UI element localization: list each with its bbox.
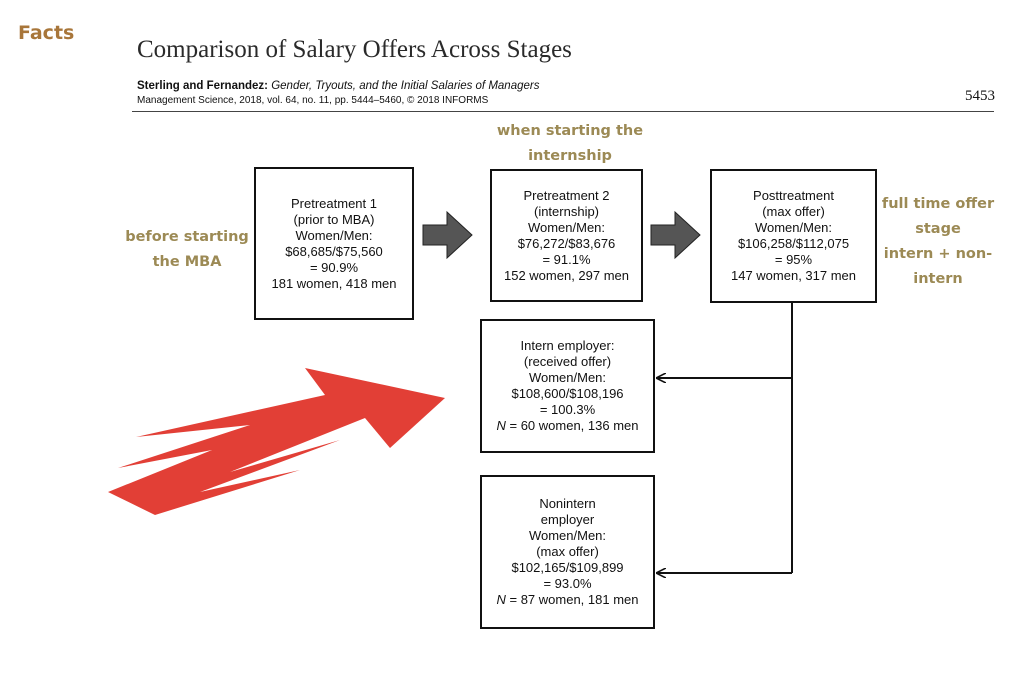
block-arrow-icon <box>650 210 701 260</box>
pretreatment-2-box: Pretreatment 2 (internship) Women/Men: $… <box>490 169 643 302</box>
citation-article: Gender, Tryouts, and the Initial Salarie… <box>271 80 540 92</box>
journal-line: Management Science, 2018, vol. 64, no. 1… <box>137 95 489 106</box>
citation-authors: Sterling and Fernandez: <box>137 80 268 92</box>
sample-size-line: N = 87 women, 181 men <box>496 592 639 607</box>
intern-employer-box: Intern employer: (received offer) Women/… <box>480 319 655 453</box>
sample-size-line: N = 60 women, 136 men <box>496 418 639 433</box>
annotation-before-mba: before starting the MBA <box>125 229 249 270</box>
block-arrow-icon <box>422 210 473 260</box>
annotation-internship: when starting the internship <box>496 123 644 164</box>
posttreatment-box: Posttreatment (max offer) Women/Men: $10… <box>710 169 877 303</box>
facts-label: Facts <box>18 22 75 44</box>
red-arrow-icon <box>108 368 445 515</box>
page-number: 5453 <box>965 88 995 104</box>
nonintern-employer-box: Nonintern employer Women/Men: (max offer… <box>480 475 655 629</box>
citation-line: Sterling and Fernandez: Gender, Tryouts,… <box>137 80 539 92</box>
slide-title: Comparison of Salary Offers Across Stage… <box>137 36 572 63</box>
header-rule <box>132 111 994 112</box>
annotation-full-time: full time offer stage intern + non- inte… <box>881 196 995 287</box>
pretreatment-1-box: Pretreatment 1 (prior to MBA) Women/Men:… <box>254 167 414 320</box>
